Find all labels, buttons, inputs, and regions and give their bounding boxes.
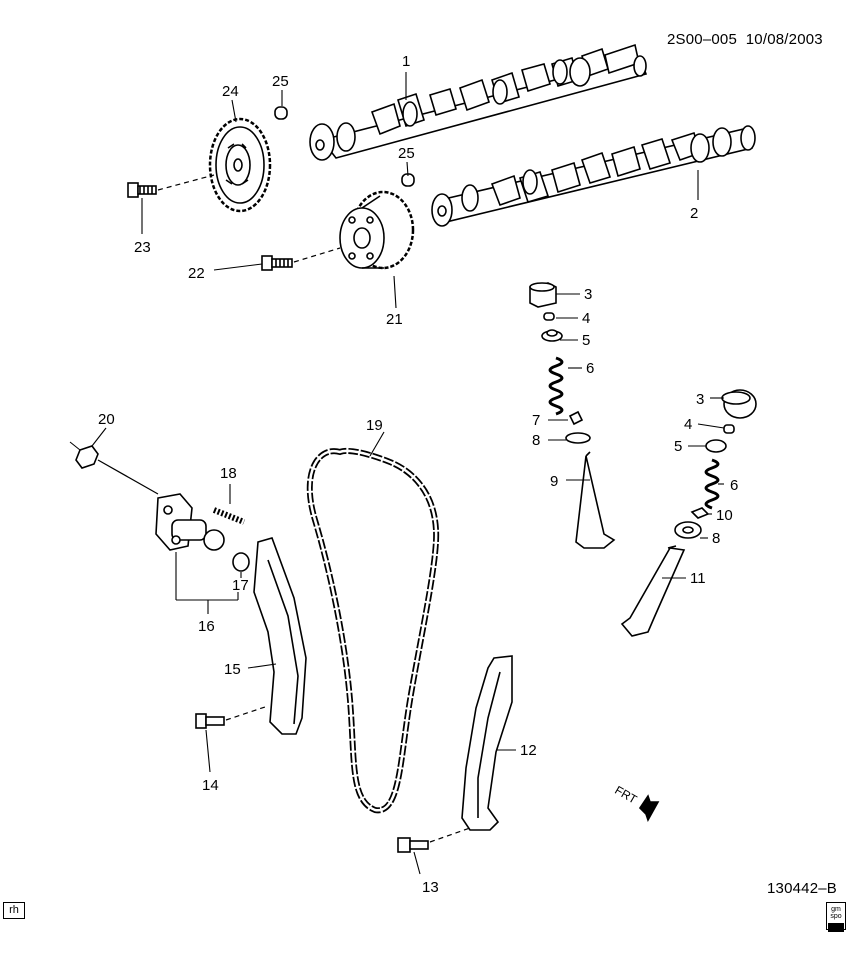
tensioner-guide-15 xyxy=(253,537,307,735)
front-direction-arrow: FRT xyxy=(612,783,660,822)
nut-20 xyxy=(69,441,99,469)
callout-6-right: 6 xyxy=(730,477,738,494)
callout-8: 8 xyxy=(532,432,540,449)
header-line: 2S00–005 10/08/2003 xyxy=(667,31,823,48)
callout-7: 7 xyxy=(532,412,540,429)
callout-25-lower: 25 xyxy=(398,145,415,162)
callout-5: 5 xyxy=(582,332,590,349)
o-ring-17 xyxy=(232,552,250,572)
callout-6: 6 xyxy=(586,360,594,377)
view-tag: rh xyxy=(3,902,25,919)
chain-guide-12 xyxy=(461,655,513,831)
leader-lines xyxy=(91,72,725,875)
camshaft-lower xyxy=(431,125,756,227)
callout-24: 24 xyxy=(222,83,239,100)
figure-number: 130442–B xyxy=(767,880,838,897)
callout-3: 3 xyxy=(584,286,592,303)
key-25-upper xyxy=(274,106,288,120)
callout-19: 19 xyxy=(366,417,383,434)
callout-3-right: 3 xyxy=(696,391,704,408)
callout-23: 23 xyxy=(134,239,151,256)
callout-22: 22 xyxy=(188,265,205,282)
callout-2: 2 xyxy=(690,205,698,222)
callout-20: 20 xyxy=(98,411,115,428)
callout-5-right: 5 xyxy=(674,438,682,455)
camshaft-upper xyxy=(309,43,648,161)
callout-12: 12 xyxy=(520,742,537,759)
callout-15: 15 xyxy=(224,661,241,678)
callout-10: 10 xyxy=(716,507,733,524)
bolt-23 xyxy=(127,182,157,198)
bolt-22 xyxy=(261,255,293,271)
callout-16: 16 xyxy=(198,618,215,635)
callout-11: 11 xyxy=(690,570,706,587)
bolt-13 xyxy=(397,837,429,853)
callout-4-right: 4 xyxy=(684,416,692,433)
timing-chain-19 xyxy=(306,448,440,814)
diagram-code: 2S00–005 xyxy=(667,31,738,48)
chain-tensioner-16 xyxy=(155,493,225,551)
callout-9: 9 xyxy=(550,473,558,490)
callout-8-right: 8 xyxy=(712,530,720,547)
callout-17: 17 xyxy=(232,577,249,594)
bolt-14 xyxy=(195,713,225,729)
callout-4: 4 xyxy=(582,310,590,327)
diagram-date: 10/08/2003 xyxy=(745,31,823,48)
camshaft-sprocket-24 xyxy=(208,117,272,213)
direction-label: FRT xyxy=(612,783,640,807)
callout-labels: 1 2 3 4 5 6 7 8 9 3 4 5 6 10 8 11 12 13 … xyxy=(98,53,738,896)
callout-18: 18 xyxy=(220,465,237,482)
callout-14: 14 xyxy=(202,777,219,794)
callout-25-upper: 25 xyxy=(272,73,289,90)
valve-assembly-left xyxy=(529,282,616,549)
valve-assembly-right xyxy=(620,389,757,637)
camshaft-sprocket-21 xyxy=(339,190,415,270)
spring-18 xyxy=(212,507,246,525)
callout-13: 13 xyxy=(422,879,439,896)
callout-21: 21 xyxy=(386,311,403,328)
callout-1: 1 xyxy=(402,53,410,70)
